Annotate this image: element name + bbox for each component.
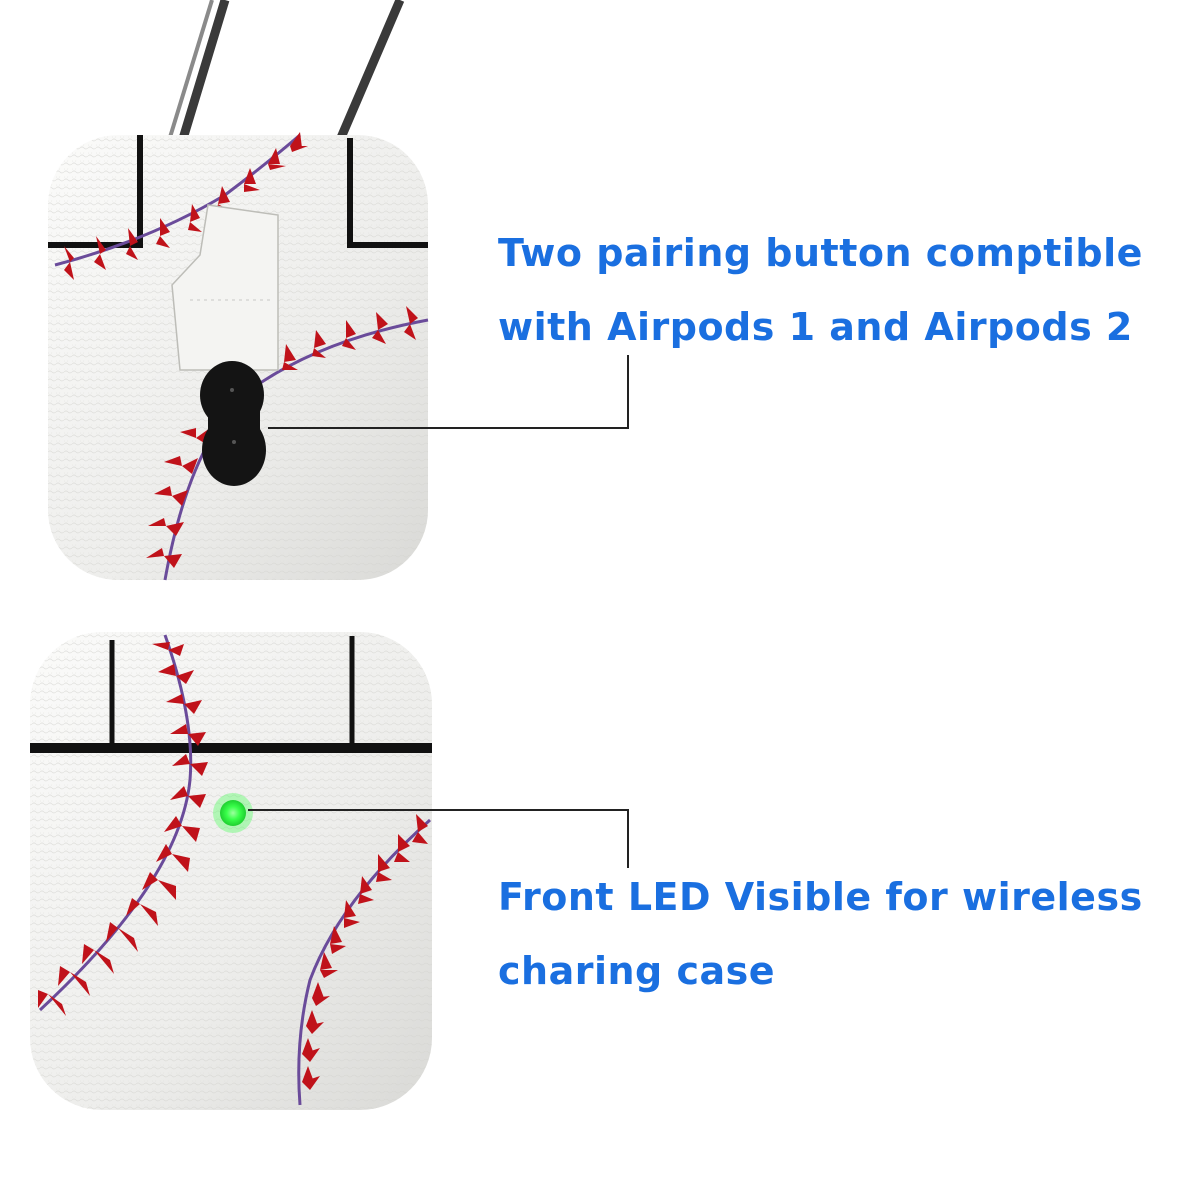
front-led-icon <box>213 793 253 833</box>
led-callout-line1: Front LED Visible for wireless <box>498 875 1143 919</box>
led-callout-line2: charing case <box>498 949 776 993</box>
case-bottom-icon <box>30 632 629 1110</box>
case-top-icon <box>48 132 629 581</box>
pairing-callout-line2: with Airpods 1 and Airpods 2 <box>498 305 1133 349</box>
pairing-callout-line1: Two pairing button comptible <box>498 231 1143 275</box>
pairing-button-icon <box>200 361 266 486</box>
